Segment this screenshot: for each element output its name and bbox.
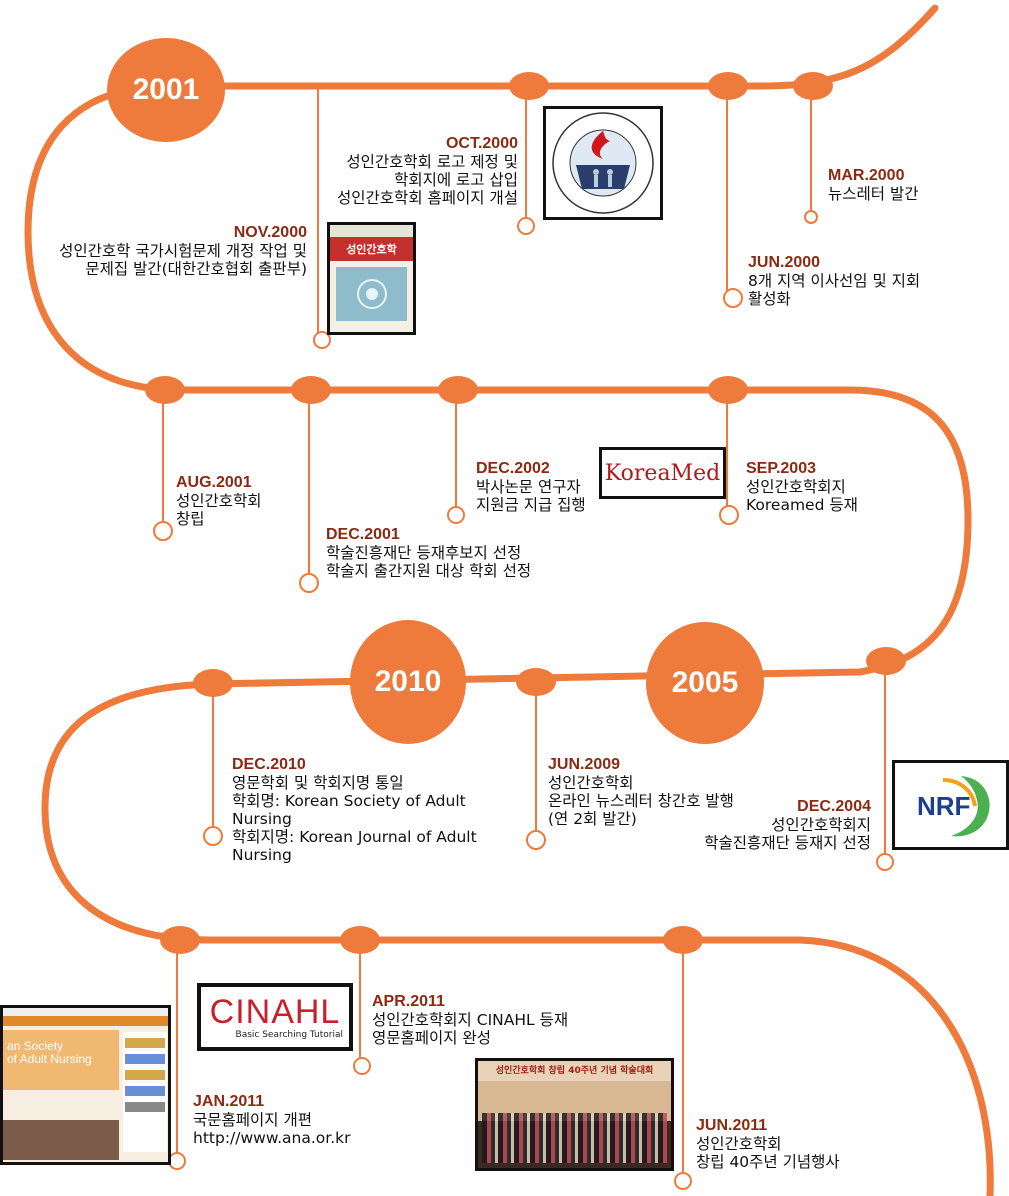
event-date: SEP.2003 bbox=[746, 460, 816, 477]
site-title: an Society of Adult Nursing bbox=[7, 1039, 92, 1066]
event-date: DEC.2001 bbox=[326, 526, 400, 543]
event-text: 성인간호학회지 Koreamed 등재 bbox=[746, 478, 858, 514]
nrf-text: NRF bbox=[917, 791, 971, 821]
event-dec2001: DEC.2001 학술진흥재단 등재후보지 선정 학술지 출간지원 대상 학회 … bbox=[326, 526, 531, 580]
event-date: MAR.2000 bbox=[828, 167, 905, 184]
event-text: 성인간호학회지 CINAHL 등재 영문홈페이지 완성 bbox=[372, 1011, 569, 1047]
event-text: 8개 지역 이사선임 및 지회 활성화 bbox=[748, 272, 921, 308]
event-text: 성인간호학회 온라인 뉴스레터 창간호 발행 (연 2회 발간) bbox=[548, 774, 734, 828]
book-emblem-icon bbox=[356, 279, 387, 309]
event-text: 성인간호학 국가시험문제 개정 작업 및 문제집 발간(대한간호협회 출판부) bbox=[59, 242, 307, 278]
event-text: 성인간호학회 로고 제정 및 학회지에 로고 삽입 성인간호학회 홈페이지 개설 bbox=[337, 153, 518, 207]
event-text: 성인간호학회 창립 40주년 기념행사 bbox=[696, 1135, 840, 1171]
event-aug2001: AUG.2001 성인간호학회 창립 bbox=[176, 474, 262, 528]
event-date: OCT.2000 bbox=[445, 135, 518, 152]
event-date: DEC.2004 bbox=[797, 798, 871, 815]
event-sep2003: SEP.2003 성인간호학회지 Koreamed 등재 bbox=[746, 460, 858, 514]
book-title: 성인간호학 bbox=[330, 237, 413, 261]
event-dec2002: DEC.2002 박사논문 연구자 지원금 지급 집행 bbox=[476, 460, 586, 514]
year-circle-2010: 2010 bbox=[350, 620, 466, 744]
nrf-swoosh-icon bbox=[942, 776, 990, 837]
event-text: 학술진흥재단 등재후보지 선정 학술지 출간지원 대상 학회 선정 bbox=[326, 544, 532, 580]
year-circle-2005: 2005 bbox=[646, 622, 764, 744]
textbook-cover: 성인간호학 bbox=[327, 222, 416, 335]
website-screenshot: an Society of Adult Nursing bbox=[0, 1005, 171, 1165]
event-jan2011: JAN.2011 국문홈페이지 개편 http://www.ana.or.kr bbox=[193, 1093, 350, 1147]
cinahl-logo: CINAHL Basic Searching Tutorial bbox=[197, 983, 353, 1051]
event-text: 성인간호학회 창립 bbox=[176, 492, 262, 528]
event-date: JUN.2000 bbox=[748, 254, 821, 271]
nrf-logo: NRF bbox=[892, 760, 1009, 850]
event-date: DEC.2002 bbox=[476, 460, 550, 477]
event-date: JUN.2009 bbox=[548, 756, 621, 773]
event-date: APR.2011 bbox=[372, 993, 445, 1010]
event-dec2004: DEC.2004 성인간호학회지 학술진흥재단 등재지 선정 bbox=[704, 798, 871, 852]
event-dec2010: DEC.2010 영문학회 및 학회지명 통일 학회명: Korean Soci… bbox=[232, 756, 477, 864]
event-date: JUN.2011 bbox=[696, 1117, 768, 1134]
event-date: JAN.2011 bbox=[193, 1093, 265, 1110]
event-text: 뉴스레터 발간 bbox=[828, 185, 919, 203]
event-date: NOV.2000 bbox=[233, 224, 307, 241]
cinahl-subtext: Basic Searching Tutorial bbox=[235, 1030, 343, 1040]
event-jun2011: JUN.2011 성인간호학회 창립 40주년 기념행사 bbox=[696, 1117, 840, 1171]
event-text: 영문학회 및 학회지명 통일 학회명: Korean Society of Ad… bbox=[232, 774, 477, 864]
event-apr2011: APR.2011 성인간호학회지 CINAHL 등재 영문홈페이지 완성 bbox=[372, 993, 568, 1047]
event-text: 박사논문 연구자 지원금 지급 집행 bbox=[476, 478, 586, 514]
photo-banner: 성인간호학회 창립 40주년 기념 학술대회 bbox=[478, 1061, 671, 1081]
society-seal-logo bbox=[543, 106, 663, 220]
event-jun2000: JUN.2000 8개 지역 이사선임 및 지회 활성화 bbox=[748, 254, 920, 308]
anniversary-photo: 성인간호학회 창립 40주년 기념 학술대회 bbox=[475, 1058, 674, 1171]
cinahl-text: CINAHL bbox=[209, 993, 341, 1031]
seal-icon bbox=[552, 112, 654, 214]
year-circle-2001: 2001 bbox=[107, 38, 225, 142]
event-oct2000: OCT.2000 성인간호학회 로고 제정 및 학회지에 로고 삽입 성인간호학… bbox=[337, 135, 518, 207]
event-date: AUG.2001 bbox=[176, 474, 252, 491]
event-text: 국문홈페이지 개편 http://www.ana.or.kr bbox=[193, 1111, 351, 1147]
koreamed-logo: KoreaMed bbox=[599, 447, 726, 499]
event-nov2000: NOV.2000 성인간호학 국가시험문제 개정 작업 및 문제집 발간(대한간… bbox=[59, 224, 307, 278]
event-mar2000: MAR.2000 뉴스레터 발간 bbox=[828, 167, 919, 203]
event-jun2009: JUN.2009 성인간호학회 온라인 뉴스레터 창간호 발행 (연 2회 발간… bbox=[548, 756, 734, 828]
event-text: 성인간호학회지 학술진흥재단 등재지 선정 bbox=[704, 816, 871, 852]
event-date: DEC.2010 bbox=[232, 756, 306, 773]
